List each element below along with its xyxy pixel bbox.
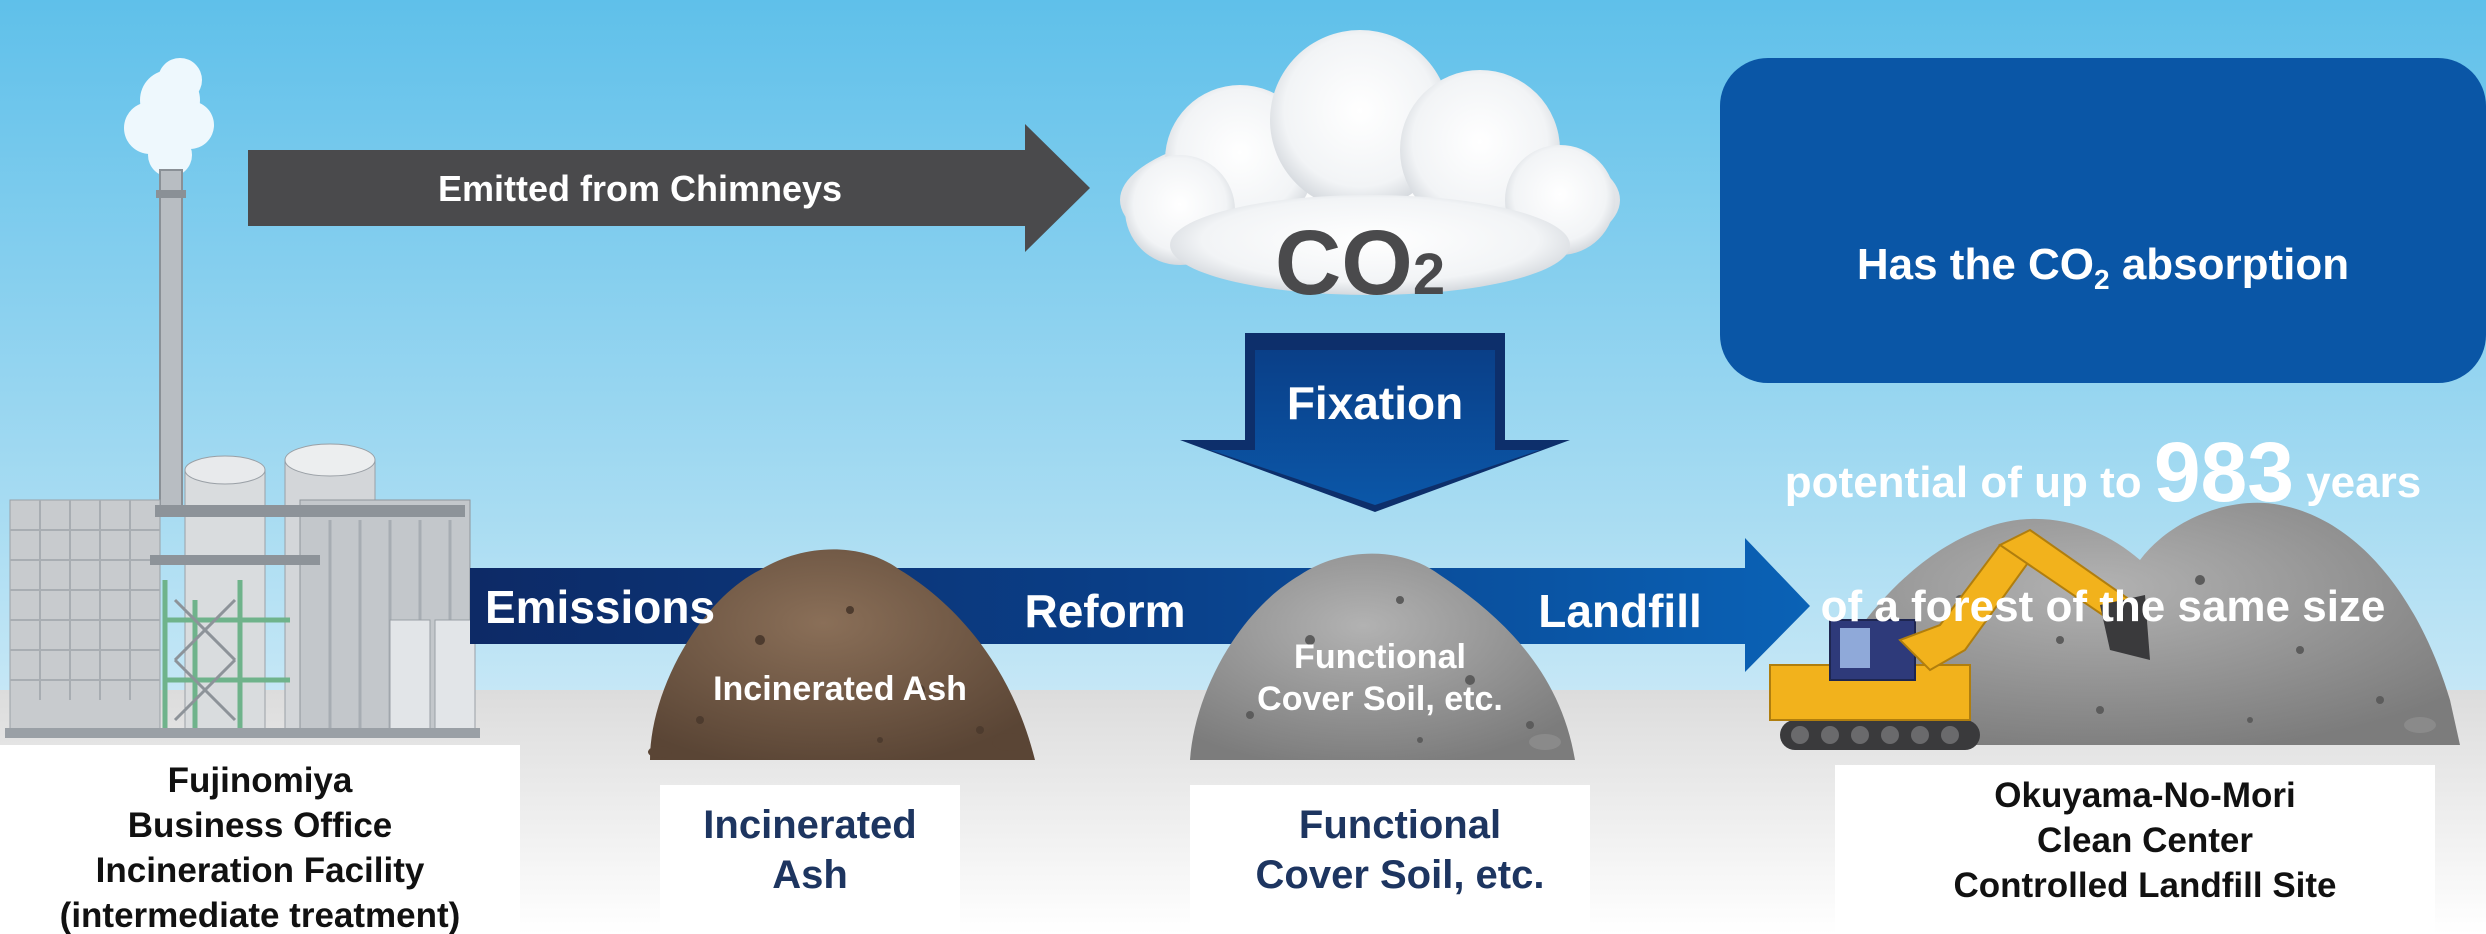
incineration-facility: [5, 443, 480, 738]
ash-pile-label: Incinerated Ash: [713, 670, 967, 708]
landfill-site-caption: Okuyama-No-Mori Clean Center Controlled …: [1953, 776, 2337, 905]
chimney: [159, 169, 183, 511]
reform-label: Reform: [1024, 585, 1186, 637]
chimney-smoke: [124, 58, 214, 177]
co2-subscript: 2: [1412, 242, 1446, 307]
landfill-label: Landfill: [1538, 585, 1702, 637]
callout-line1-pre: Has the CO: [1856, 240, 2095, 289]
excavator: [1769, 528, 2150, 750]
soil-pile-label: Functional Cover Soil, etc.: [1257, 638, 1503, 718]
callout-line3: of a forest of the same size: [1820, 581, 2386, 631]
co2-cloud: [1120, 30, 1620, 295]
soil-caption-bg: [1190, 785, 1590, 934]
landfill-caption-bg: [1835, 765, 2435, 934]
callout-line2: potential of up to 983 years: [1740, 379, 2466, 514]
ash-pile: [648, 549, 1035, 760]
soil-caption: Functional Cover Soil, etc.: [1255, 803, 1545, 897]
co2-label: CO2: [1200, 125, 1520, 309]
co2-text: CO: [1274, 212, 1413, 314]
cover-soil-pile: [1190, 553, 1575, 760]
callout-line2-pre: potential of up to: [1784, 457, 2154, 507]
emitted-label: Emitted from Chimneys: [437, 168, 843, 209]
ash-caption-bg: [660, 785, 960, 934]
emissions-label: Emissions: [484, 581, 716, 633]
callout-number: 983: [2153, 424, 2294, 519]
callout-text: Has the CO2 absorption potential of up t…: [1740, 110, 2466, 700]
callout-line1-post: absorption: [2109, 240, 2350, 289]
callout-box: [1720, 58, 2486, 383]
ash-caption: Incinerated Ash: [703, 803, 917, 897]
emitted-arrow: [248, 124, 1090, 252]
callout-line2-post: years: [2293, 457, 2422, 507]
callout-line1: Has the CO2 absorption: [1740, 172, 2466, 311]
fixation-label: Fixation: [1286, 377, 1464, 429]
facility-caption: Fujinomiya Business Office Incineration …: [59, 761, 461, 934]
fixation-arrow: [1180, 333, 1570, 512]
callout-co2-subscript: 2: [2094, 263, 2110, 295]
facility-caption-bg: [0, 745, 520, 934]
